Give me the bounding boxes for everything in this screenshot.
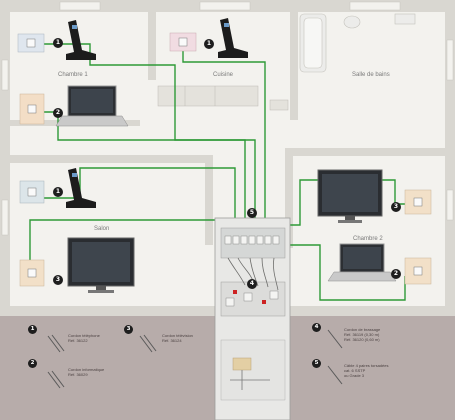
legend-2-line2: Réf. 36029 (68, 372, 88, 377)
legend-icons (47, 329, 343, 389)
legend-3-line1: Cordon télévision (162, 333, 193, 338)
outlets (17, 32, 432, 287)
callout-laptop-chambre1: 2 (53, 108, 63, 118)
legend-entry-2: Cordon informatique Réf. 36029 (68, 367, 104, 377)
legend-4-line3: Réf. 36120 (0,60 m) (344, 337, 380, 342)
legend-num-2: 2 (28, 359, 37, 368)
legend-5-line1: Câble 4 paires torsadées (344, 363, 389, 368)
callout-phone-cuisine: 1 (204, 39, 214, 49)
callout-patch-4: 4 (247, 279, 257, 289)
legend-entry-1: Cordon téléphone Réf. 36122 (68, 333, 100, 343)
legend-num-1: 1 (28, 325, 37, 334)
callout-phone-salon: 1 (53, 187, 63, 197)
room-label-cuisine: Cuisine (213, 72, 234, 78)
room-label-chambre2: Chambre 2 (353, 236, 383, 242)
legend-num-3: 3 (124, 325, 133, 334)
telephones (66, 18, 248, 208)
legend-num-5: 5 (312, 359, 321, 368)
callout-tv-chambre2: 3 (391, 202, 401, 212)
legend-entry-3: Cordon télévision Réf. 36124 (162, 333, 193, 343)
legend-2-line1: Cordon informatique (68, 367, 105, 372)
legend-num-4: 4 (312, 323, 321, 332)
callout-tv-salon: 3 (53, 275, 63, 285)
room-label-salon: Salon (94, 226, 110, 232)
legend-3-line2: Réf. 36124 (162, 338, 182, 343)
room-label-salle-de-bains: Salle de bains (352, 72, 390, 78)
legend-1-line2: Réf. 36122 (68, 338, 88, 343)
legend-entry-5: Câble 4 paires torsadées cat. 6 SSTP ou … (344, 363, 388, 378)
legend-1-line1: Cordon téléphone (68, 333, 100, 338)
callout-cable-5: 5 (247, 208, 257, 218)
legend-4-line2: Réf. 36119 (0,30 m) (344, 332, 380, 337)
televisions (67, 169, 383, 293)
room-label-chambre1: Chambre 1 (58, 72, 88, 78)
distribution-panel (214, 217, 291, 420)
legend-5-line2: cat. 6 SSTP (344, 368, 366, 373)
laptops (55, 85, 397, 282)
legend-entry-4: Cordon de brassage Réf. 36119 (0,30 m) R… (344, 327, 380, 342)
legend-4-line1: Cordon de brassage (344, 327, 381, 332)
legend-5-line3: ou Grade 3 (344, 373, 365, 378)
callout-laptop-chambre2: 2 (391, 269, 401, 279)
callout-phone-chambre1: 1 (53, 38, 63, 48)
